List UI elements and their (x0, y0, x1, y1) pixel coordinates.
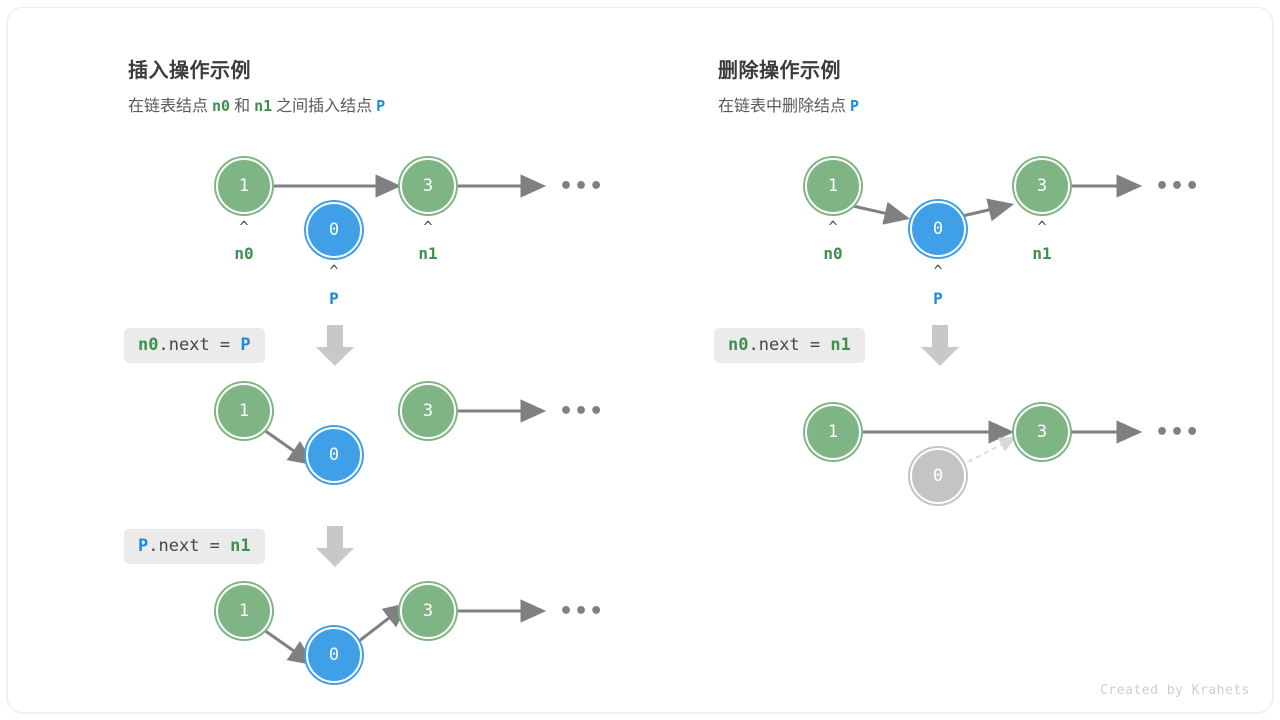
insert-connectors (263, 174, 547, 666)
node-value: 3 (1014, 158, 1070, 214)
pointer-label-p: P (329, 289, 339, 308)
down-arrow-icon (921, 325, 959, 366)
subtitle-token-n0: n0 (212, 97, 231, 115)
edge-n0-to-p-2 (263, 628, 315, 666)
node-value: 0 (306, 202, 362, 258)
edge-deleted-dangling (959, 436, 1017, 467)
caret-icon: ^ (1037, 218, 1047, 236)
code-middle: .next = (148, 536, 231, 556)
down-arrow-icon (316, 325, 354, 366)
node-value: 3 (1014, 404, 1070, 460)
subtitle-text-1: 在链表中删除结点 (718, 98, 847, 115)
edge-p-to-n1 (358, 602, 410, 643)
node-value: 1 (216, 383, 272, 439)
ellipsis: ••• (1155, 174, 1201, 199)
caret-icon: ^ (329, 262, 339, 280)
node-value: 1 (805, 404, 861, 460)
ellipsis: ••• (1155, 420, 1201, 445)
pointer-label-n1: n1 (1032, 244, 1052, 263)
pointer-label-n0: n0 (234, 244, 254, 263)
node-value: 1 (216, 583, 272, 639)
subtitle-token-n1: n1 (254, 97, 273, 115)
ellipsis: ••• (559, 399, 605, 424)
code-target: n0 (138, 335, 159, 355)
watermark: Created by Krahets (1100, 683, 1250, 698)
node-value: 3 (400, 158, 456, 214)
node-value: 3 (400, 383, 456, 439)
ellipsis: ••• (559, 174, 605, 199)
subtitle-token-p: P (376, 97, 386, 115)
pointer-label-p: P (933, 289, 943, 308)
subtitle-token-p: P (850, 97, 860, 115)
edge-n0-to-p (852, 201, 911, 225)
insert-panel-title: 插入操作示例 (128, 60, 251, 82)
code-chip-insert-1: n0.next = P (124, 328, 265, 364)
delete-panel-title: 删除操作示例 (718, 60, 841, 82)
pointer-label-n1: n1 (418, 244, 438, 263)
caret-icon: ^ (239, 218, 249, 236)
ellipsis: ••• (559, 599, 605, 624)
code-middle: .next = (748, 335, 831, 355)
code-target: P (138, 536, 149, 556)
node-value: 1 (216, 158, 272, 214)
code-middle: .next = (158, 335, 241, 355)
node-value: 0 (910, 201, 966, 257)
node-value: 3 (400, 583, 456, 639)
code-value: P (240, 335, 251, 355)
node-value: 0 (306, 627, 362, 683)
subtitle-text-1: 在链表结点 (128, 98, 209, 115)
edge-n0-to-p (263, 428, 315, 466)
caret-icon: ^ (423, 218, 433, 236)
edge-p-to-n1 (957, 198, 1015, 222)
node-value: 0 (306, 427, 362, 483)
subtitle-text-3: 之间插入结点 (276, 98, 373, 115)
code-target: n0 (728, 335, 749, 355)
node-value: 1 (805, 158, 861, 214)
subtitle-text-2: 和 (234, 98, 251, 115)
caret-icon: ^ (828, 218, 838, 236)
pointer-label-n0: n0 (823, 244, 843, 263)
code-chip-insert-2: P.next = n1 (124, 529, 265, 565)
code-chip-delete-1: n0.next = n1 (714, 328, 865, 364)
node-value-deleted: 0 (910, 448, 966, 504)
code-value: n1 (230, 536, 251, 556)
code-value: n1 (830, 335, 851, 355)
down-arrow-icon (316, 526, 354, 567)
caret-icon: ^ (933, 262, 943, 280)
